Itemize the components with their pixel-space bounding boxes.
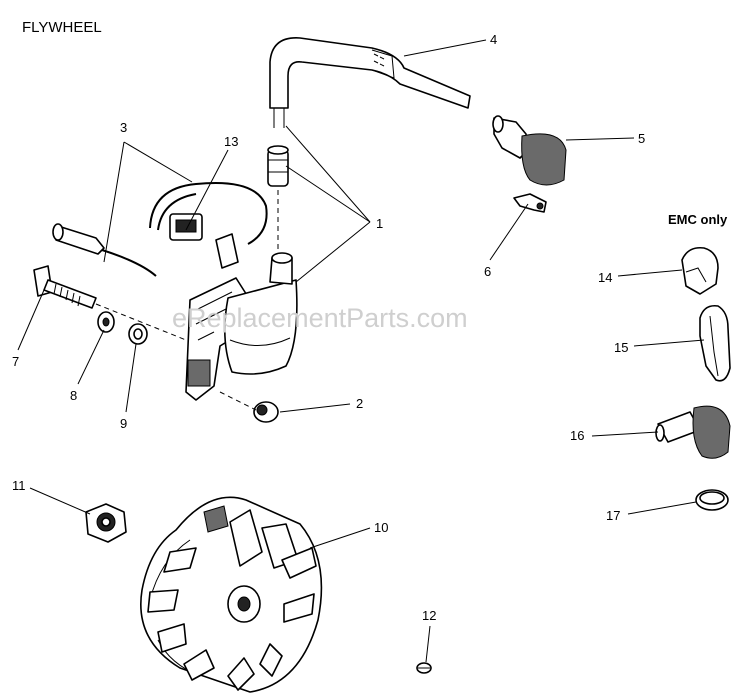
callout-10: 10 bbox=[374, 520, 388, 535]
part-2-grommet[interactable] bbox=[219, 391, 279, 423]
part-8-lock-washer[interactable] bbox=[97, 311, 115, 333]
part-15-boot-cover[interactable] bbox=[699, 304, 731, 382]
part-16-spark-boot[interactable] bbox=[655, 405, 731, 459]
callout-8: 8 bbox=[70, 388, 77, 403]
part-7-bolt[interactable] bbox=[33, 265, 187, 341]
diagram-title: FLYWHEEL bbox=[22, 19, 102, 36]
part-1-terminal[interactable] bbox=[267, 145, 289, 272]
callout-15: 15 bbox=[614, 340, 628, 355]
callout-6: 6 bbox=[484, 264, 491, 279]
callout-17: 17 bbox=[606, 508, 620, 523]
part-12-key[interactable] bbox=[416, 662, 432, 674]
callout-1: 1 bbox=[376, 216, 383, 231]
callout-13: 13 bbox=[224, 134, 238, 149]
part-10-flywheel[interactable] bbox=[140, 496, 323, 693]
leader-lines bbox=[17, 39, 705, 663]
callout-11: 11 bbox=[12, 478, 26, 493]
watermark: eReplacementParts.com bbox=[172, 303, 468, 333]
part-3-wire[interactable] bbox=[52, 223, 157, 277]
callout-4: 4 bbox=[490, 32, 497, 47]
ignition-coil-assembly[interactable] bbox=[185, 252, 298, 401]
part-11-flywheel-nut[interactable] bbox=[85, 503, 127, 543]
callout-5: 5 bbox=[638, 131, 645, 146]
callout-12: 12 bbox=[422, 608, 436, 623]
callout-14: 14 bbox=[598, 270, 612, 285]
callout-7: 7 bbox=[12, 354, 19, 369]
part-17-ring[interactable] bbox=[695, 489, 729, 511]
part-13-ground-wire[interactable] bbox=[149, 181, 268, 269]
callout-3: 3 bbox=[120, 120, 127, 135]
emc-only-note: EMC only bbox=[668, 212, 728, 227]
part-5-spark-plug-boot[interactable] bbox=[492, 115, 567, 186]
part-6-clip[interactable] bbox=[513, 193, 547, 213]
part-4-spark-plug-lead[interactable] bbox=[269, 37, 471, 128]
part-9-flat-washer[interactable] bbox=[128, 323, 148, 345]
callout-9: 9 bbox=[120, 416, 127, 431]
callout-16: 16 bbox=[570, 428, 584, 443]
callout-2: 2 bbox=[356, 396, 363, 411]
callout-labels: 1 2 3 4 5 6 7 8 9 10 11 12 13 14 15 16 1… bbox=[12, 32, 645, 623]
part-14-emc-boot[interactable] bbox=[681, 246, 719, 295]
